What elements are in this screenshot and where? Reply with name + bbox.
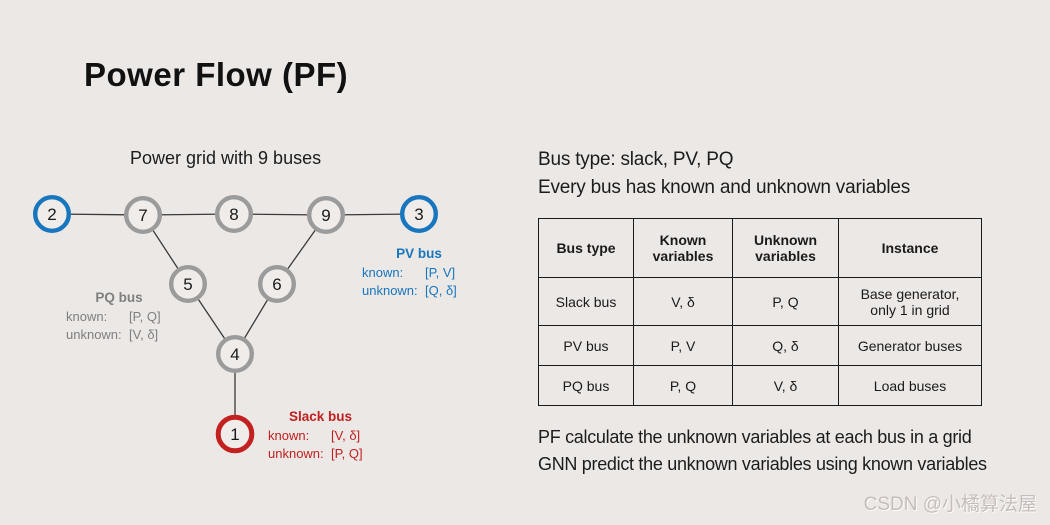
bus-node-1 xyxy=(215,414,255,454)
table-cell: P, Q xyxy=(732,277,839,326)
pv-bus-annotation: PV bus known: [P, V] unknown: [Q, δ] xyxy=(362,245,476,301)
pv-bus-annotation-title: PV bus xyxy=(396,246,442,261)
intro-line-2: Every bus has known and unknown variable… xyxy=(538,177,911,198)
unknown-label: unknown: xyxy=(268,446,324,461)
unknown-value: [P, Q] xyxy=(331,446,363,461)
slack-bus-unknown-line: unknown: [P, Q] xyxy=(268,445,373,464)
bus-type-intro: Bus type: slack, PV, PQ Every bus has kn… xyxy=(538,146,910,202)
table-cell: P, Q xyxy=(633,365,733,406)
slack-bus-annotation: Slack bus known: [V, δ] unknown: [P, Q] xyxy=(268,408,373,464)
table-cell: Slack bus xyxy=(538,277,634,326)
pq-bus-annotation-title: PQ bus xyxy=(95,290,143,305)
pq-bus-unknown-line: unknown: [V, δ] xyxy=(66,326,172,345)
table-header-cell: Unknown variables xyxy=(732,218,839,278)
summary-text: PF calculate the unknown variables at ea… xyxy=(538,424,987,478)
known-value: [P, V] xyxy=(425,264,456,280)
known-label: known: xyxy=(362,264,404,280)
bus-node-label-7: 7 xyxy=(138,206,147,225)
table-header-cell: Bus type xyxy=(538,218,634,278)
pq-bus-annotation: PQ bus known: [P, Q] unknown: [V, δ] xyxy=(66,289,172,345)
table-cell: PV bus xyxy=(538,325,634,366)
unknown-label: unknown: xyxy=(362,283,418,298)
summary-line-2: GNN predict the unknown variables using … xyxy=(538,454,987,474)
bus-node-label-9: 9 xyxy=(321,206,330,225)
table-cell: V, δ xyxy=(633,277,733,326)
bus-node-label-1: 1 xyxy=(230,425,239,444)
unknown-value: [V, δ] xyxy=(129,327,159,342)
bus-node-label-3: 3 xyxy=(414,205,423,224)
pq-bus-known-line: known: [P, Q] xyxy=(66,308,172,327)
bus-node-8 xyxy=(214,194,253,233)
bus-node-7 xyxy=(123,195,162,234)
bus-node-label-8: 8 xyxy=(229,205,238,224)
bus-node-2 xyxy=(33,194,71,233)
known-label: known: xyxy=(66,308,108,324)
bus-node-label-4: 4 xyxy=(230,345,239,364)
table-cell: Generator buses xyxy=(838,325,982,366)
bus-node-label-2: 2 xyxy=(47,205,56,224)
table-cell: P, V xyxy=(633,325,733,366)
page-title: Power Flow (PF) xyxy=(84,56,349,93)
table-header-cell: Known variables xyxy=(633,218,733,278)
table-cell: V, δ xyxy=(732,365,839,406)
table-cell: Load buses xyxy=(838,365,982,406)
known-value: [P, Q] xyxy=(129,308,161,324)
summary-line-1: PF calculate the unknown variables at ea… xyxy=(538,427,972,447)
table-cell: Base generator, only 1 in grid xyxy=(838,277,982,326)
bus-node-9 xyxy=(307,195,346,234)
unknown-label: unknown: xyxy=(66,327,122,342)
table-header-cell: Instance xyxy=(838,218,982,278)
bus-node-label-5: 5 xyxy=(183,275,192,294)
known-value: [V, δ] xyxy=(331,427,361,443)
slack-bus-annotation-title: Slack bus xyxy=(288,409,353,424)
pv-bus-known-line: known: [P, V] xyxy=(362,264,476,283)
known-label: known: xyxy=(268,427,310,443)
pv-bus-unknown-line: unknown: [Q, δ] xyxy=(362,282,476,301)
slack-bus-known-line: known: [V, δ] xyxy=(268,427,373,446)
bus-node-5 xyxy=(168,265,207,304)
table-cell: Q, δ xyxy=(732,325,839,366)
watermark: CSDN @小橘算法屋 xyxy=(863,494,1037,515)
bus-node-6 xyxy=(258,265,297,304)
bus-node-label-6: 6 xyxy=(272,275,281,294)
bus-node-3 xyxy=(400,194,439,233)
table-cell: PQ bus xyxy=(538,365,634,406)
bus-node-4 xyxy=(215,335,254,374)
intro-line-1: Bus type: slack, PV, PQ xyxy=(538,149,734,170)
diagram-caption: Power grid with 9 buses xyxy=(130,148,322,168)
unknown-value: [Q, δ] xyxy=(425,283,457,298)
